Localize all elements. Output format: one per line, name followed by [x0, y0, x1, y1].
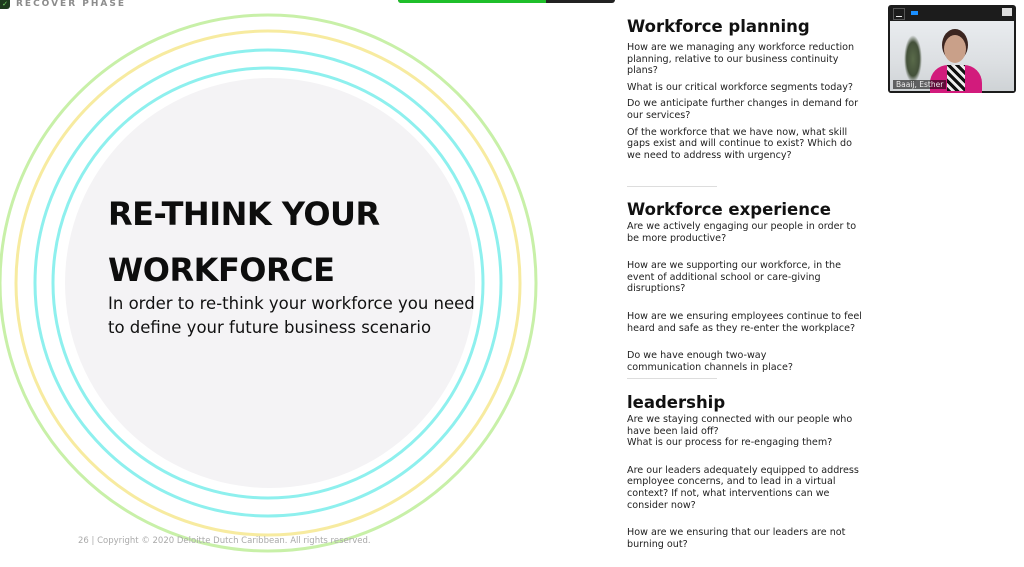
slide-title-line: RE-THINK YOUR — [108, 195, 380, 233]
question: How are we ensuring employees continue t… — [627, 310, 862, 334]
question: How are we managing any workforce reduct… — [627, 42, 855, 77]
expand-icon[interactable] — [1002, 8, 1012, 16]
question: Do we anticipate further changes in dema… — [627, 98, 859, 121]
question: Are we actively engaging our people in o… — [627, 221, 857, 244]
question: How are we supporting our workforce, in … — [627, 260, 842, 295]
phase-label: RECOVER PHASE — [16, 0, 126, 9]
participant-name: Baaij, Esther — [893, 80, 947, 89]
question: Are our leaders adequately equipped to a… — [627, 464, 859, 511]
question: What is our critical workforce segments … — [627, 81, 854, 93]
question: Are we staying connected with our people… — [627, 414, 853, 437]
section-heading: leadership — [627, 393, 726, 412]
section-heading: Workforce planning — [627, 17, 810, 36]
section-divider — [627, 378, 717, 379]
decorative-rings — [0, 13, 538, 553]
question: Do we have enough two-way communication … — [627, 350, 793, 373]
section-workforce-experience: Workforce experience Are we actively eng… — [627, 200, 867, 373]
slide-title-line: WORKFORCE — [108, 251, 335, 289]
video-feed: Baaij, Esther — [890, 21, 1014, 93]
question: How are we ensuring that our leaders are… — [627, 527, 846, 550]
plant-image — [904, 35, 922, 83]
screen-share-bar[interactable] — [398, 0, 615, 3]
check-icon: ✓ — [0, 0, 10, 9]
section-leadership: leadership Are we staying connected with… — [627, 393, 867, 550]
screen-share-bar-fill — [398, 0, 546, 3]
minimize-icon[interactable] — [893, 8, 905, 20]
participant-video[interactable]: Baaij, Esther — [888, 5, 1016, 93]
question: What is our process for re-engaging them… — [627, 437, 833, 449]
phase-indicator: ✓ RECOVER PHASE — [0, 0, 126, 9]
section-heading: Workforce experience — [627, 200, 831, 219]
slide-subtitle: In order to re-think your workforce you … — [108, 294, 475, 337]
person-head-image — [944, 35, 966, 63]
camera-indicator-icon — [911, 11, 918, 15]
slide-title: RE-THINK YOUR WORKFORCE — [108, 186, 380, 298]
video-toolbar — [888, 5, 1016, 21]
section-workforce-planning: Workforce planning How are we managing a… — [627, 17, 867, 161]
question: Of the workforce that we have now, what … — [627, 126, 853, 161]
scarf-image — [947, 65, 965, 91]
section-divider — [627, 186, 717, 187]
slide-footer: 26 | Copyright © 2020 Deloitte Dutch Car… — [78, 536, 371, 546]
